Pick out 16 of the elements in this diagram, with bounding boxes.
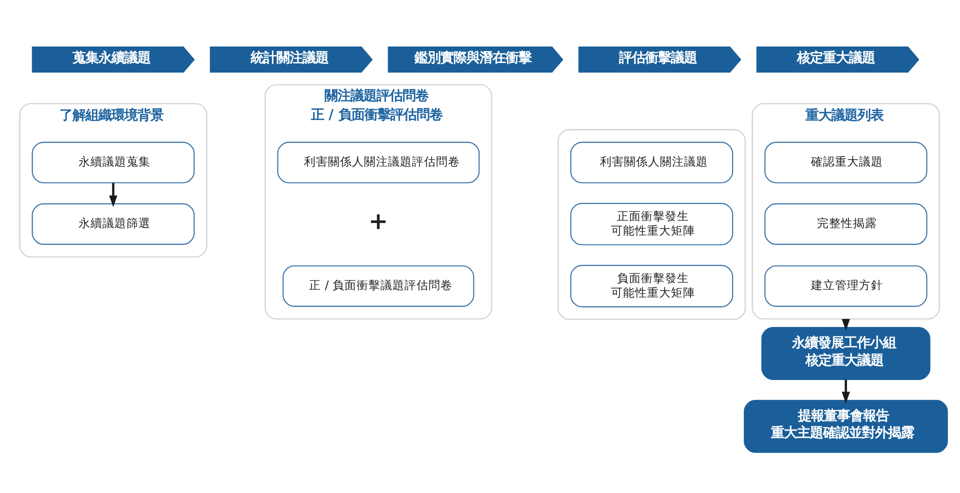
node-box: 完整性揭露 — [764, 202, 928, 244]
node-box: 負面衝擊發生 可能性重大矩陣 — [570, 264, 734, 307]
node-box: 確認重大議題 — [764, 141, 928, 183]
node-box: 永續發展工作小組 核定重大議題 — [761, 326, 930, 380]
cluster — [558, 128, 746, 320]
node-box: 正 / 負面衝擊議題評估問卷 — [282, 264, 474, 306]
node-box: 永續議題蒐集 — [32, 141, 195, 183]
node-box: 永續議題篩選 — [32, 202, 195, 244]
arrow — [109, 182, 118, 207]
node-box: 利害關係人關注議題 — [570, 141, 734, 183]
node-box: 提報董事會報告 重大主題確認並對外揭露 — [744, 399, 948, 452]
arrow — [842, 379, 850, 403]
node-box: 建立管理方針 — [764, 264, 928, 306]
node-box: 利害關係人關注議題評估問卷 — [277, 141, 480, 183]
node-box: 正面衝擊發生 可能性重大矩陣 — [570, 202, 734, 245]
label: + — [368, 206, 388, 234]
